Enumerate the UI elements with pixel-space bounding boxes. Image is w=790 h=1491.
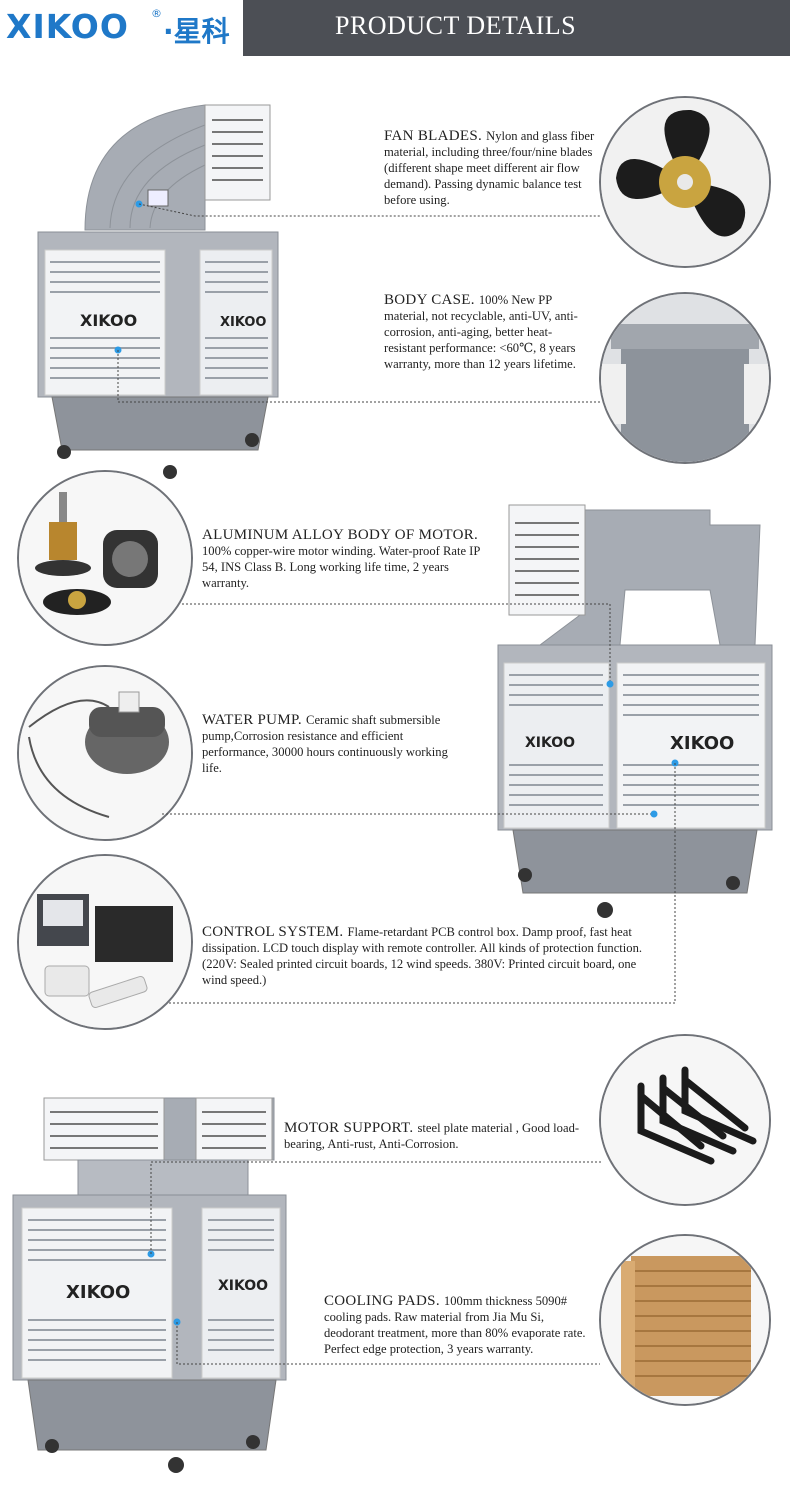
connector-body: [114, 346, 600, 403]
feature-title: BODY CASE.: [384, 292, 479, 308]
feature-control-system: CONTROL SYSTEM. Flame-retardant PCB cont…: [202, 924, 646, 988]
cooler-logo-3: XIKOO: [66, 1282, 130, 1303]
cooler-image-1: XIKOO XIKOO: [37, 104, 279, 479]
feature-title: COOLING PADS.: [324, 1293, 444, 1309]
feature-body-case: BODY CASE. 100% New PP material, not rec…: [384, 292, 594, 372]
fan-blade-icon: [601, 98, 769, 266]
cooler-logo-2: XIKOO: [525, 735, 575, 751]
connector-motor: [182, 603, 614, 688]
cooler-logo-2b: XIKOO: [670, 733, 734, 754]
connector-pump: [162, 810, 658, 818]
feature-text: Nylon and glass fiber material, includin…: [384, 129, 595, 207]
body-case-icon: [601, 294, 769, 462]
connector-pads: [173, 1318, 600, 1365]
feature-text: 100mm thickness 5090# cooling pads. Raw …: [324, 1294, 586, 1356]
connector-fan: [135, 200, 600, 217]
brand-name: XIKOO: [6, 7, 129, 46]
cooling-pads-photo: [599, 1234, 771, 1406]
feature-text: Ceramic shaft submersible pump,Corrosion…: [202, 713, 448, 775]
feature-water-pump: WATER PUMP. Ceramic shaft submersible pu…: [202, 712, 462, 776]
feature-title: WATER PUMP.: [202, 712, 307, 728]
cooling-pad-icon: [601, 1236, 769, 1404]
feature-text: steel plate material , Good load-bearing…: [284, 1121, 580, 1151]
cooler-image-2: XIKOO XIKOO: [497, 504, 773, 918]
bracket-icon: [601, 1036, 769, 1204]
feature-title: ALUMINUM ALLOY BODY OF MOTOR.: [202, 527, 479, 543]
cooler-image-3: XIKOO XIKOO: [12, 1097, 287, 1473]
registered-mark: ®: [151, 7, 162, 20]
connector-support: [147, 1161, 602, 1258]
cooler-logo-1b: XIKOO: [220, 315, 266, 330]
fan-blades-photo: [599, 96, 771, 268]
feature-motor-support: MOTOR SUPPORT. steel plate material , Go…: [284, 1120, 584, 1152]
motor-photo: [17, 470, 193, 646]
water-pump-photo: [17, 665, 193, 841]
feature-motor: ALUMINUM ALLOY BODY OF MOTOR. 100% coppe…: [202, 527, 494, 591]
feature-title: MOTOR SUPPORT.: [284, 1120, 418, 1136]
water-pump-icon: [19, 667, 191, 839]
feature-cooling-pads: COOLING PADS. 100mm thickness 5090# cool…: [324, 1293, 586, 1357]
header-bar: XIKOO ® ·星科 PRODUCT DETAILS: [0, 0, 790, 56]
motor-support-photo: [599, 1034, 771, 1206]
feature-title: CONTROL SYSTEM.: [202, 924, 348, 940]
feature-fan-blades: FAN BLADES. Nylon and glass fiber materi…: [384, 128, 606, 208]
motor-icon: [19, 472, 191, 644]
cooler-logo-3b: XIKOO: [218, 1278, 268, 1294]
connector-control: [167, 759, 679, 1004]
control-system-photo: [17, 854, 193, 1030]
feature-title: FAN BLADES.: [384, 128, 487, 144]
feature-text: 100% copper-wire motor winding. Water-pr…: [202, 544, 480, 590]
brand-logo[interactable]: XIKOO ® ·星科: [0, 0, 243, 56]
control-box-icon: [19, 856, 191, 1028]
brand-name-cn: ·星科: [163, 15, 230, 48]
page-title: PRODUCT DETAILS: [335, 11, 577, 40]
cooler-logo-1: XIKOO: [80, 311, 137, 330]
body-case-photo: [599, 292, 771, 464]
feature-text: Flame-retardant PCB control box. Damp pr…: [202, 925, 643, 987]
feature-text: 100% New PP material, not recyclable, an…: [384, 293, 578, 371]
